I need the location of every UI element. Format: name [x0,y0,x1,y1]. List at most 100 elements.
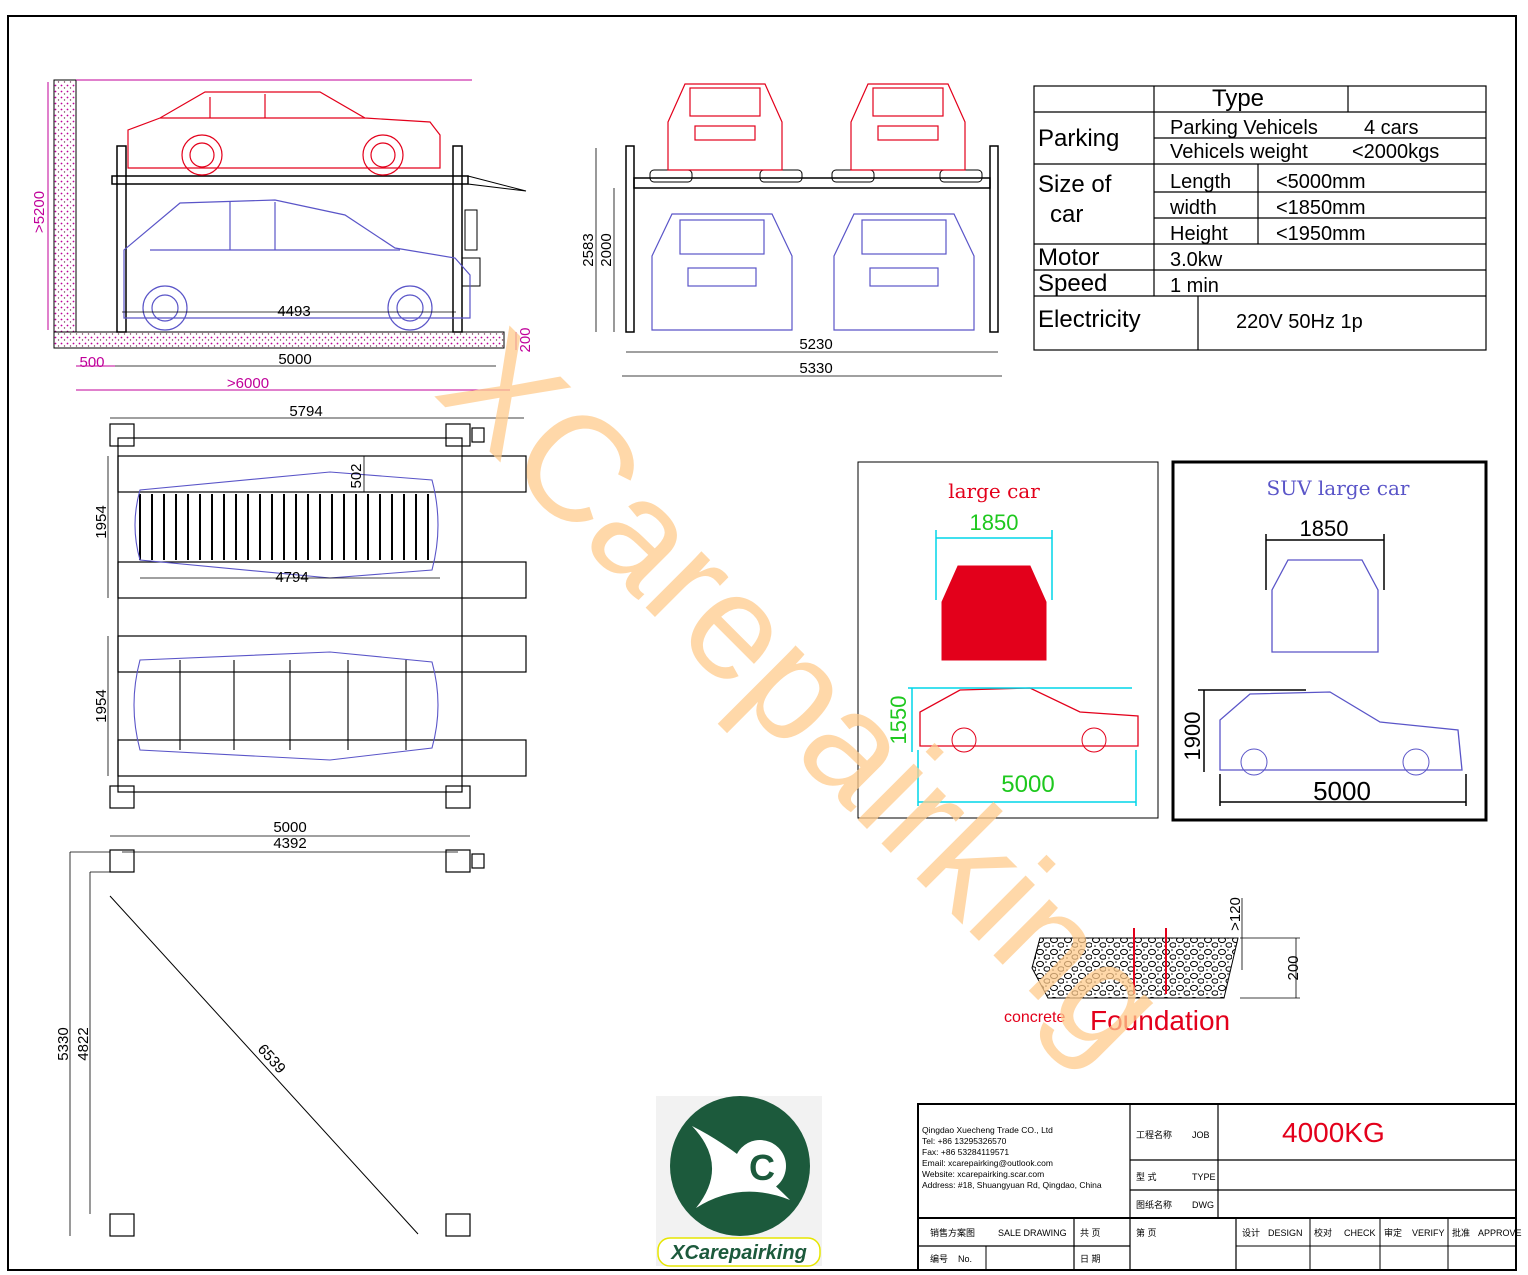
height-value: <1950mm [1276,223,1366,245]
spec-table [1033,85,1487,351]
electricity-value: 220V 50Hz 1p [1236,311,1363,333]
height-label: Height [1170,223,1228,245]
svg-text:C: C [749,1147,775,1188]
logo-brand: XCarepairking [670,1242,807,1264]
company-info: Qingdao Xuecheng Trade CO., Ltd Tel: +86… [922,1125,1102,1190]
verify-en: VERIFY [1412,1228,1445,1238]
sales-en: SALE DRAWING [998,1228,1067,1238]
dim-total-height: 2583 [580,233,597,266]
sales-label: 销售方案图 [930,1227,975,1238]
large-car-width: 1850 [970,510,1019,535]
dim-floor: 200 [517,327,534,352]
project-label: 工程名称 [1136,1129,1172,1140]
parking-vehicles-label: Parking Vehicels [1170,117,1318,139]
motor-label: Motor [1038,244,1099,271]
dim-top-width: 5794 [289,403,322,420]
suv-width: 1850 [1300,516,1349,541]
dim-car: 4493 [277,303,310,320]
size-label-1: Size of [1038,171,1112,198]
speed-value: 1 min [1170,275,1219,297]
wall-hatch [53,79,77,335]
dim-inner-width: 5230 [799,336,832,353]
blue-cars-front [651,213,975,331]
company-line-3: Fax: +86 53284119571 [922,1147,1009,1157]
dim-clear-height: 2000 [598,233,615,266]
dim-anchor: >120 [1227,897,1244,931]
company-line-1: Qingdao Xuecheng Trade CO., Ltd [922,1125,1053,1135]
dim-fp-outer-length: 5330 [55,1027,72,1060]
approve-label: 批准 [1452,1227,1470,1238]
page-label: 第 页 [1136,1227,1157,1238]
top-view-cars [133,471,439,761]
check-label: 校对 [1314,1227,1332,1238]
suv-title: SUV large car [1267,476,1410,500]
footprint [69,835,485,1237]
top-view-grating [139,494,429,560]
foundation-title: Foundation [1090,1005,1230,1036]
outer-border [7,15,1517,1271]
vehicles-weight-label: Vehicels weight [1170,141,1308,163]
dim-wall: 500 [79,354,104,371]
project-en: JOB [1192,1130,1210,1140]
dim-bay-2: 1954 [93,689,110,722]
dim-thickness: 200 [1285,955,1302,980]
dim-gap: 502 [348,463,365,488]
dim-fp-inner-width: 4392 [273,835,306,852]
concrete-label: concrete [1004,1009,1065,1026]
spec-header: Type [1212,85,1264,112]
total-pages-label: 共 页 [1080,1228,1101,1238]
large-car-title: large car [948,479,1040,503]
width-label: width [1169,197,1217,219]
check-en: CHECK [1344,1228,1376,1238]
width-value: <1850mm [1276,197,1366,219]
dim-span: 5000 [278,351,311,368]
red-sedan-side [127,91,441,176]
front-view: 2583 2000 5230 5330 [580,83,1002,377]
large-car-height: 1550 [886,696,911,745]
date-label: 日 期 [1080,1254,1101,1264]
watermark: XCarepairking [409,298,1200,1089]
top-view [109,423,527,809]
dim-height: >5200 [31,191,48,233]
dim-fp-inner-length: 4822 [75,1027,92,1060]
red-car-front-large [941,565,1047,661]
drawing-label: 图纸名称 [1136,1199,1172,1210]
length-value: <5000mm [1276,171,1366,193]
parking-vehicles-value: 4 cars [1364,117,1418,139]
suv-front [1271,559,1379,653]
electricity-label: Electricity [1038,306,1141,333]
motor-value: 3.0kw [1170,249,1223,271]
parking-label: Parking [1038,125,1119,152]
foundation-detail: >120 200 concrete Foundation [1004,897,1302,1036]
company-line-2: Tel: +86 13295326570 [922,1136,1007,1146]
drawing-en: DWG [1192,1200,1214,1210]
type-label: 型 式 [1136,1171,1157,1182]
floor-hatch [53,331,505,349]
suv-length: 5000 [1313,776,1371,806]
dim-top-car: 4794 [275,569,308,586]
number-en: No. [958,1254,972,1264]
design-en: DESIGN [1268,1228,1303,1238]
large-car-panel: large car 1850 1550 5000 [857,461,1159,819]
size-label-2: car [1050,201,1083,228]
title-block [917,1103,1517,1271]
length-label: Length [1170,171,1231,193]
company-line-6: Address: #18, Shuangyuan Rd, Qingdao, Ch… [922,1180,1102,1190]
speed-label: Speed [1038,270,1107,297]
vehicles-weight-value: <2000kgs [1352,141,1439,163]
company-line-4: Email: xcarepairking@outlook.com [922,1158,1053,1168]
dim-total: >6000 [227,375,269,392]
approve-en: APPROVE [1478,1228,1522,1238]
dim-bay-1: 1954 [93,505,110,538]
company-logo: C XCarepairking [656,1096,822,1267]
verify-label: 审定 [1384,1227,1402,1238]
suv-panel: SUV large car 1850 1900 5000 [1171,460,1488,822]
design-label: 设计 [1242,1227,1260,1238]
large-car-length: 5000 [1001,771,1054,798]
company-line-5: Website: xcarepairking.scar.com [922,1169,1044,1179]
number-label: 编号 [930,1253,948,1264]
suv-height: 1900 [1180,712,1205,761]
model-name: 4000KG [1282,1117,1385,1148]
dim-fp-outer-width: 5000 [273,819,306,836]
